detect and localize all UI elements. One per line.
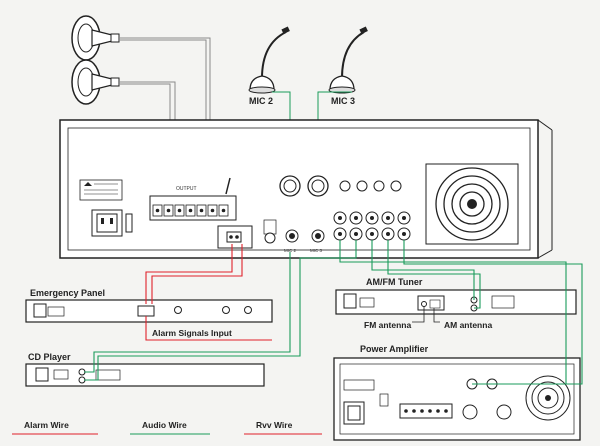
- amfm-tuner-unit: [335, 289, 577, 315]
- alarm-signals-input-label: Alarm Signals Input: [152, 328, 232, 338]
- output-label: OUTPUT: [176, 186, 197, 192]
- mic3-label: MIC 3: [331, 96, 355, 106]
- legend-alarm-label: Alarm Wire: [24, 420, 69, 430]
- microphone-icon-2: [248, 26, 290, 94]
- emergency-panel-unit: [25, 299, 273, 323]
- speaker-icon-2: [71, 59, 120, 105]
- mic2-label: MIC 2: [249, 96, 273, 106]
- mic2-jack-label: MIC 2: [284, 248, 296, 253]
- antenna-leads: [412, 306, 440, 323]
- alarm-wires: [145, 244, 272, 341]
- fm-antenna-label: FM antenna: [364, 320, 411, 330]
- legend-rvv-label: Rvv Wire: [256, 420, 293, 430]
- speaker-icon-1: [71, 15, 120, 61]
- amfm-tuner-label: AM/FM Tuner: [366, 277, 423, 287]
- audio-wires: [84, 240, 583, 385]
- cd-player-unit: [25, 363, 265, 387]
- legend: Alarm Wire Audio Wire Rvv Wire: [12, 420, 322, 435]
- mic3-jack-label: MIC 3: [310, 248, 322, 253]
- emergency-panel-label: Emergency Panel: [30, 288, 105, 298]
- cd-player-label: CD Player: [28, 352, 71, 362]
- legend-audio-label: Audio Wire: [142, 420, 187, 430]
- am-antenna-label: AM antenna: [444, 320, 492, 330]
- mixer-amplifier-unit: OUTPUT MIC 2 MIC 3: [59, 119, 553, 259]
- power-amplifier-label: Power Amplifier: [360, 344, 429, 354]
- power-amplifier-unit: [333, 357, 581, 441]
- microphone-icon-3: [328, 26, 368, 94]
